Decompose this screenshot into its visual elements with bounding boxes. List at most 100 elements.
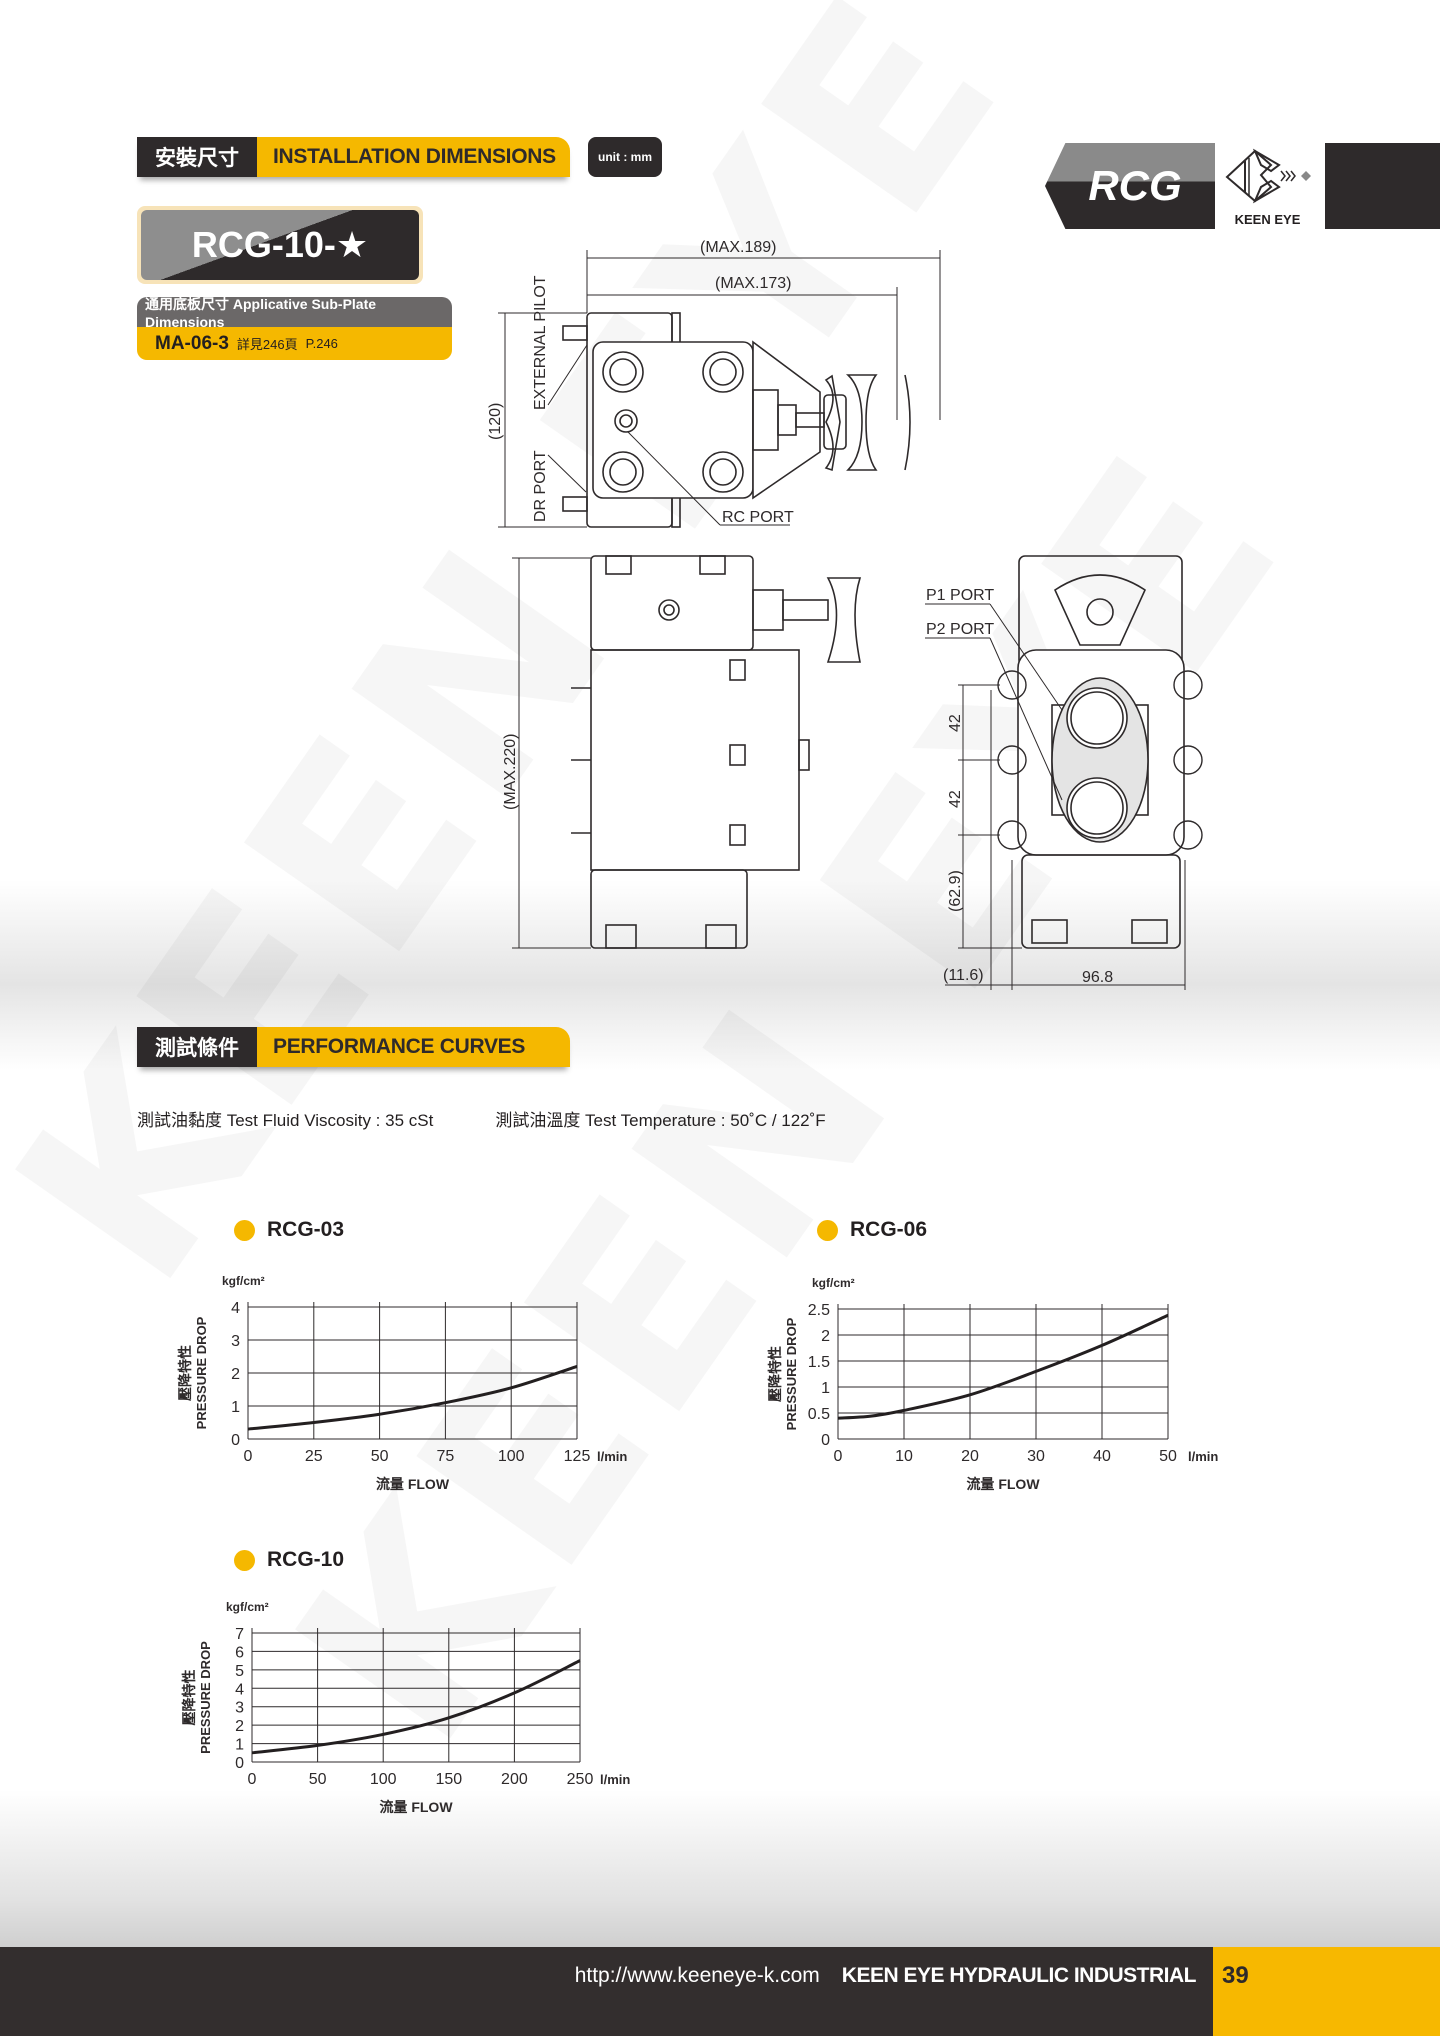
label-p2-port: P2 PORT [926, 621, 994, 638]
dim-max189: (MAX.189) [700, 239, 776, 256]
y-tick-label: 7 [235, 1626, 244, 1643]
x-axis-label: 流量 FLOW [379, 1799, 453, 1815]
dim-62-9: (62.9) [947, 870, 964, 912]
y-tick-label: 0 [231, 1432, 240, 1449]
installation-drawing: (MAX.189) (MAX.173) (120) EXTERNAL PILOT… [487, 239, 1203, 990]
x-tick-label: 0 [244, 1448, 253, 1465]
section-title-en: INSTALLATION DIMENSIONS [257, 137, 570, 177]
footer-accent [1213, 1947, 1440, 2036]
footer-url[interactable]: http://www.keeneye-k.com [574, 1964, 820, 1987]
x-tick-label: 100 [498, 1448, 525, 1465]
dim-96-8: 96.8 [1082, 969, 1113, 986]
chart-title-text: RCG-06 [850, 1218, 928, 1241]
x-tick-label: 50 [1159, 1448, 1177, 1465]
chart-title-text: RCG-10 [267, 1548, 345, 1571]
x-tick-label: 25 [305, 1448, 323, 1465]
x-tick-label: 125 [564, 1448, 591, 1465]
dim-120: (120) [487, 403, 504, 440]
subplate-ref-zh: 詳見246頁 [236, 337, 298, 352]
dim-11-6: (11.6) [943, 967, 984, 984]
subplate-model: MA-06-3 [155, 332, 229, 354]
footer-text: http://www.keeneye-k.com KEEN EYE HYDRAU… [574, 1947, 1197, 2005]
x-tick-label: 150 [435, 1771, 462, 1788]
y-tick-label: 6 [235, 1644, 244, 1661]
x-unit: l/min [1188, 1449, 1218, 1464]
x-tick-label: 0 [248, 1771, 257, 1788]
label-p1-port: P1 PORT [926, 587, 994, 604]
chart-title-rcg-06: RCG-06 [817, 1218, 927, 1242]
test-temperature: 測試油溫度 Test Temperature : 50˚C / 122˚F [495, 1111, 826, 1130]
y-tick-label: 0.5 [808, 1406, 830, 1423]
label-dr-port: DR PORT [532, 450, 549, 522]
dim-42b: 42 [947, 790, 964, 808]
y-tick-label: 5 [235, 1663, 244, 1680]
y-tick-label: 2 [821, 1328, 830, 1345]
footer [0, 1947, 1440, 2036]
x-tick-label: 10 [895, 1448, 913, 1465]
subplate-info: 通用底板尺寸 Applicative Sub-Plate Dimensions … [137, 297, 452, 360]
x-tick-label: 50 [309, 1771, 327, 1788]
dim-max173: (MAX.173) [715, 275, 791, 292]
y-unit: kgf/cm² [812, 1276, 855, 1290]
section-title-zh: 測試條件 [137, 1027, 257, 1067]
x-tick-label: 40 [1093, 1448, 1111, 1465]
pressure-drop-curve [247, 1364, 578, 1431]
y-tick-label: 2 [231, 1366, 240, 1383]
y-tick-label: 0 [235, 1755, 244, 1772]
footer-company: KEEN EYE HYDRAULIC INDUSTRIAL [841, 1964, 1197, 1987]
dim-max220: (MAX.220) [502, 734, 519, 810]
x-tick-label: 50 [371, 1448, 389, 1465]
test-viscosity: 測試油黏度 Test Fluid Viscosity : 35 cSt [137, 1111, 434, 1130]
y-axis-label-zh: 壓降特性 [767, 1346, 783, 1402]
y-tick-label: 2.5 [808, 1302, 830, 1319]
y-unit: kgf/cm² [222, 1274, 265, 1288]
bullet-icon [817, 1219, 838, 1241]
pressure-drop-curve [837, 1313, 1169, 1420]
performance-section-header: 測試條件 PERFORMANCE CURVES [137, 1027, 570, 1067]
unit-badge: unit : mm [588, 137, 662, 177]
y-tick-label: 2 [235, 1718, 244, 1735]
y-tick-label: 4 [235, 1681, 244, 1698]
y-tick-label: 3 [231, 1333, 240, 1350]
x-axis-label: 流量 FLOW [966, 1476, 1040, 1492]
test-conditions: 測試油黏度 Test Fluid Viscosity : 35 cSt 測試油溫… [137, 1106, 826, 1131]
bullet-icon [234, 1219, 255, 1241]
y-tick-label: 0 [821, 1432, 830, 1449]
label-external-pilot: EXTERNAL PILOT [532, 275, 549, 410]
subplate-label: 通用底板尺寸 Applicative Sub-Plate Dimensions [137, 297, 452, 330]
y-tick-label: 3 [235, 1700, 244, 1717]
page-number: 39 [1222, 1962, 1249, 1989]
x-tick-label: 75 [437, 1448, 455, 1465]
front-view [925, 555, 1203, 990]
y-axis-label: PRESSURE DROP [784, 1317, 799, 1430]
y-tick-label: 1 [235, 1737, 244, 1754]
y-tick-label: 1 [231, 1399, 240, 1416]
y-axis-label: PRESSURE DROP [194, 1316, 209, 1429]
y-tick-label: 4 [231, 1300, 240, 1317]
x-tick-label: 20 [961, 1448, 979, 1465]
x-unit: l/min [600, 1772, 630, 1787]
bullet-icon [234, 1549, 255, 1571]
y-axis-label-zh: 壓降特性 [181, 1670, 197, 1726]
x-tick-label: 200 [501, 1771, 528, 1788]
x-tick-label: 250 [567, 1771, 594, 1788]
y-tick-label: 1.5 [808, 1354, 830, 1371]
corner-block [1325, 143, 1440, 229]
series-tab: RCG [1045, 143, 1215, 229]
subplate-ref-page[interactable]: P.246 [305, 336, 338, 351]
side-view [512, 555, 862, 949]
top-view [498, 250, 941, 528]
section-title-zh: 安裝尺寸 [137, 137, 257, 177]
brand-logo: KEEN EYE [1215, 143, 1320, 229]
dim-42a: 42 [947, 714, 964, 732]
installation-section-header: 安裝尺寸 INSTALLATION DIMENSIONS [137, 137, 570, 177]
x-tick-label: 30 [1027, 1448, 1045, 1465]
pressure-drop-curve [251, 1659, 581, 1755]
background-band [0, 1790, 1440, 1947]
brand-name: KEEN EYE [1234, 212, 1301, 227]
keen-eye-logo-icon [1225, 148, 1311, 204]
x-tick-label: 0 [834, 1448, 843, 1465]
model-badge: RCG-10-★ [137, 206, 423, 284]
model-name: RCG-10-★ [141, 210, 419, 280]
